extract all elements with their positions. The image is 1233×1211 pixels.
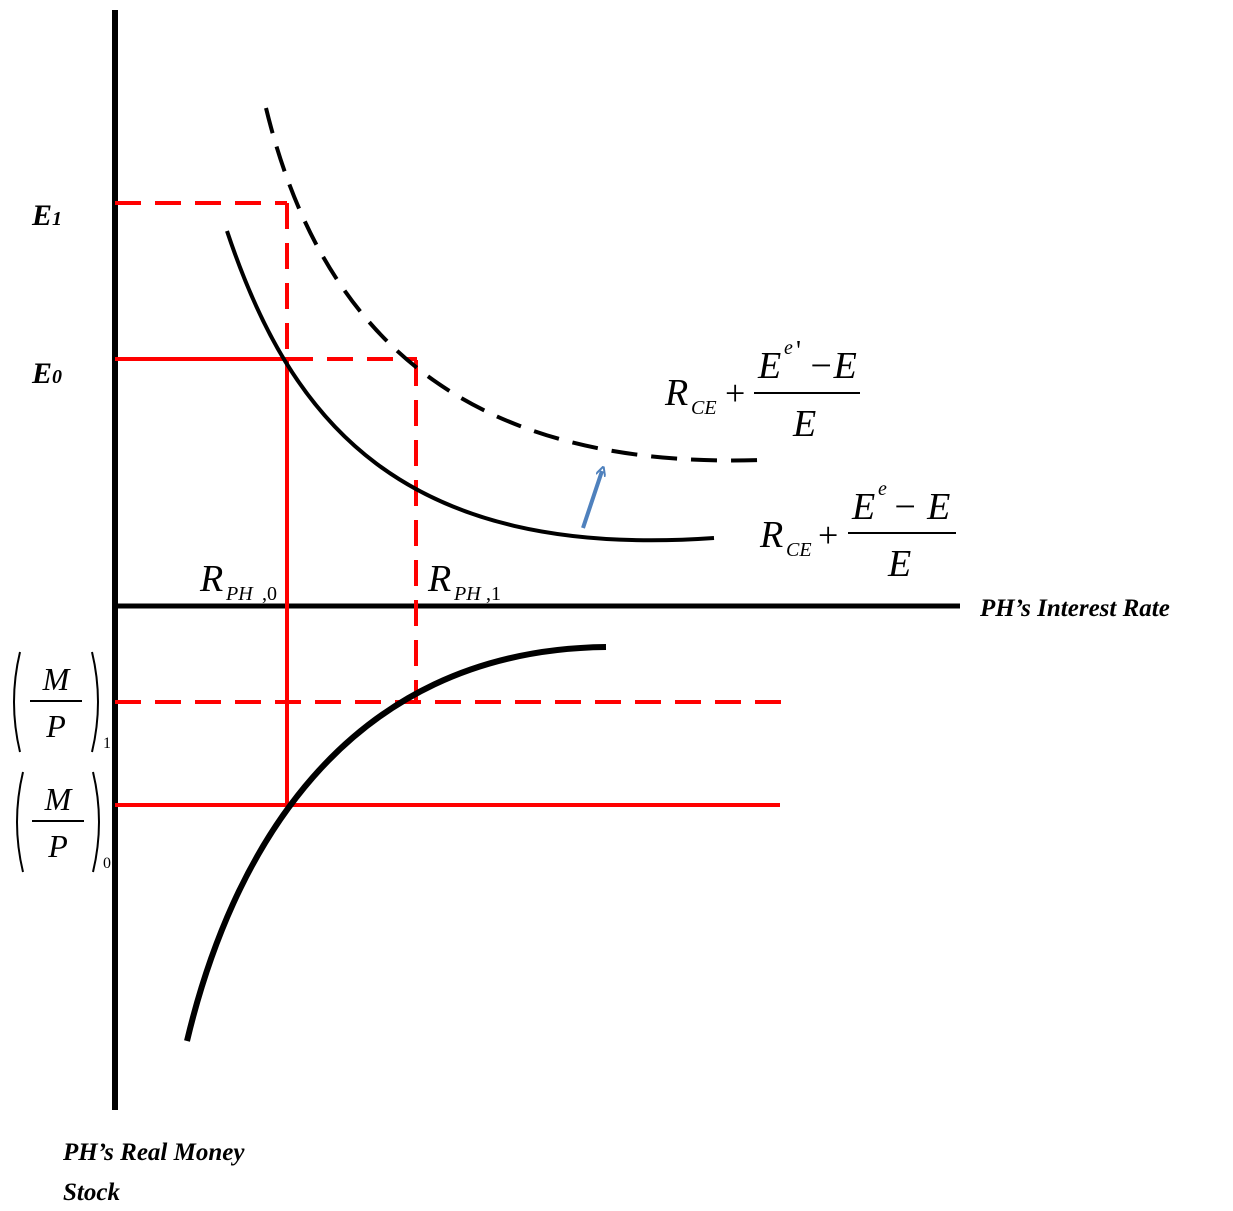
r-ph1-label: R PH ,1 — [427, 558, 501, 605]
svg-text:P: P — [47, 828, 68, 864]
svg-text:M: M — [42, 661, 72, 697]
expected-return-curve-new — [264, 107, 763, 463]
e1-label: E1 — [31, 199, 62, 232]
svg-text:,1: ,1 — [486, 583, 501, 605]
y-axis-label-line2: Stock — [63, 1179, 120, 1206]
svg-text:R: R — [664, 372, 688, 414]
y-axis-label-line1: PH’s Real Money — [62, 1139, 245, 1166]
svg-text:P: P — [45, 708, 66, 744]
shift-arrow — [581, 471, 602, 529]
svg-text:e: e — [878, 478, 887, 500]
x-axis-label: PH’s Interest Rate — [979, 595, 1170, 622]
svg-text:,0: ,0 — [262, 583, 277, 605]
svg-text:E: E — [757, 345, 781, 387]
svg-text:R: R — [759, 514, 783, 556]
svg-text:+: + — [818, 515, 838, 555]
svg-text:0: 0 — [103, 855, 111, 872]
svg-text:PH: PH — [453, 583, 482, 605]
new-curve-equation: R CE + E e ' −E E — [664, 336, 860, 445]
svg-text:E: E — [792, 403, 816, 445]
mp1-label: M P 1 — [13, 651, 111, 753]
svg-text:PH: PH — [225, 583, 254, 605]
expected-return-curve-old — [225, 230, 715, 543]
money-demand-curve — [184, 644, 607, 1042]
svg-text:E: E — [851, 486, 875, 528]
svg-text:+: + — [725, 373, 745, 413]
svg-text:': ' — [796, 336, 801, 367]
e0-label: E0 — [31, 357, 62, 390]
svg-text:− E: − E — [892, 486, 950, 528]
svg-text:M: M — [44, 781, 74, 817]
svg-text:E: E — [887, 543, 911, 585]
svg-text:CE: CE — [691, 397, 717, 419]
svg-text:e: e — [784, 337, 793, 359]
svg-text:R: R — [199, 558, 223, 600]
old-curve-equation: R CE + E e − E E — [759, 478, 956, 585]
svg-text:CE: CE — [786, 539, 812, 561]
r-ph0-label: R PH ,0 — [199, 558, 277, 605]
mp0-label: M P 0 — [16, 771, 111, 873]
svg-text:R: R — [427, 558, 451, 600]
svg-text:−E: −E — [808, 345, 857, 387]
svg-text:1: 1 — [103, 735, 111, 752]
